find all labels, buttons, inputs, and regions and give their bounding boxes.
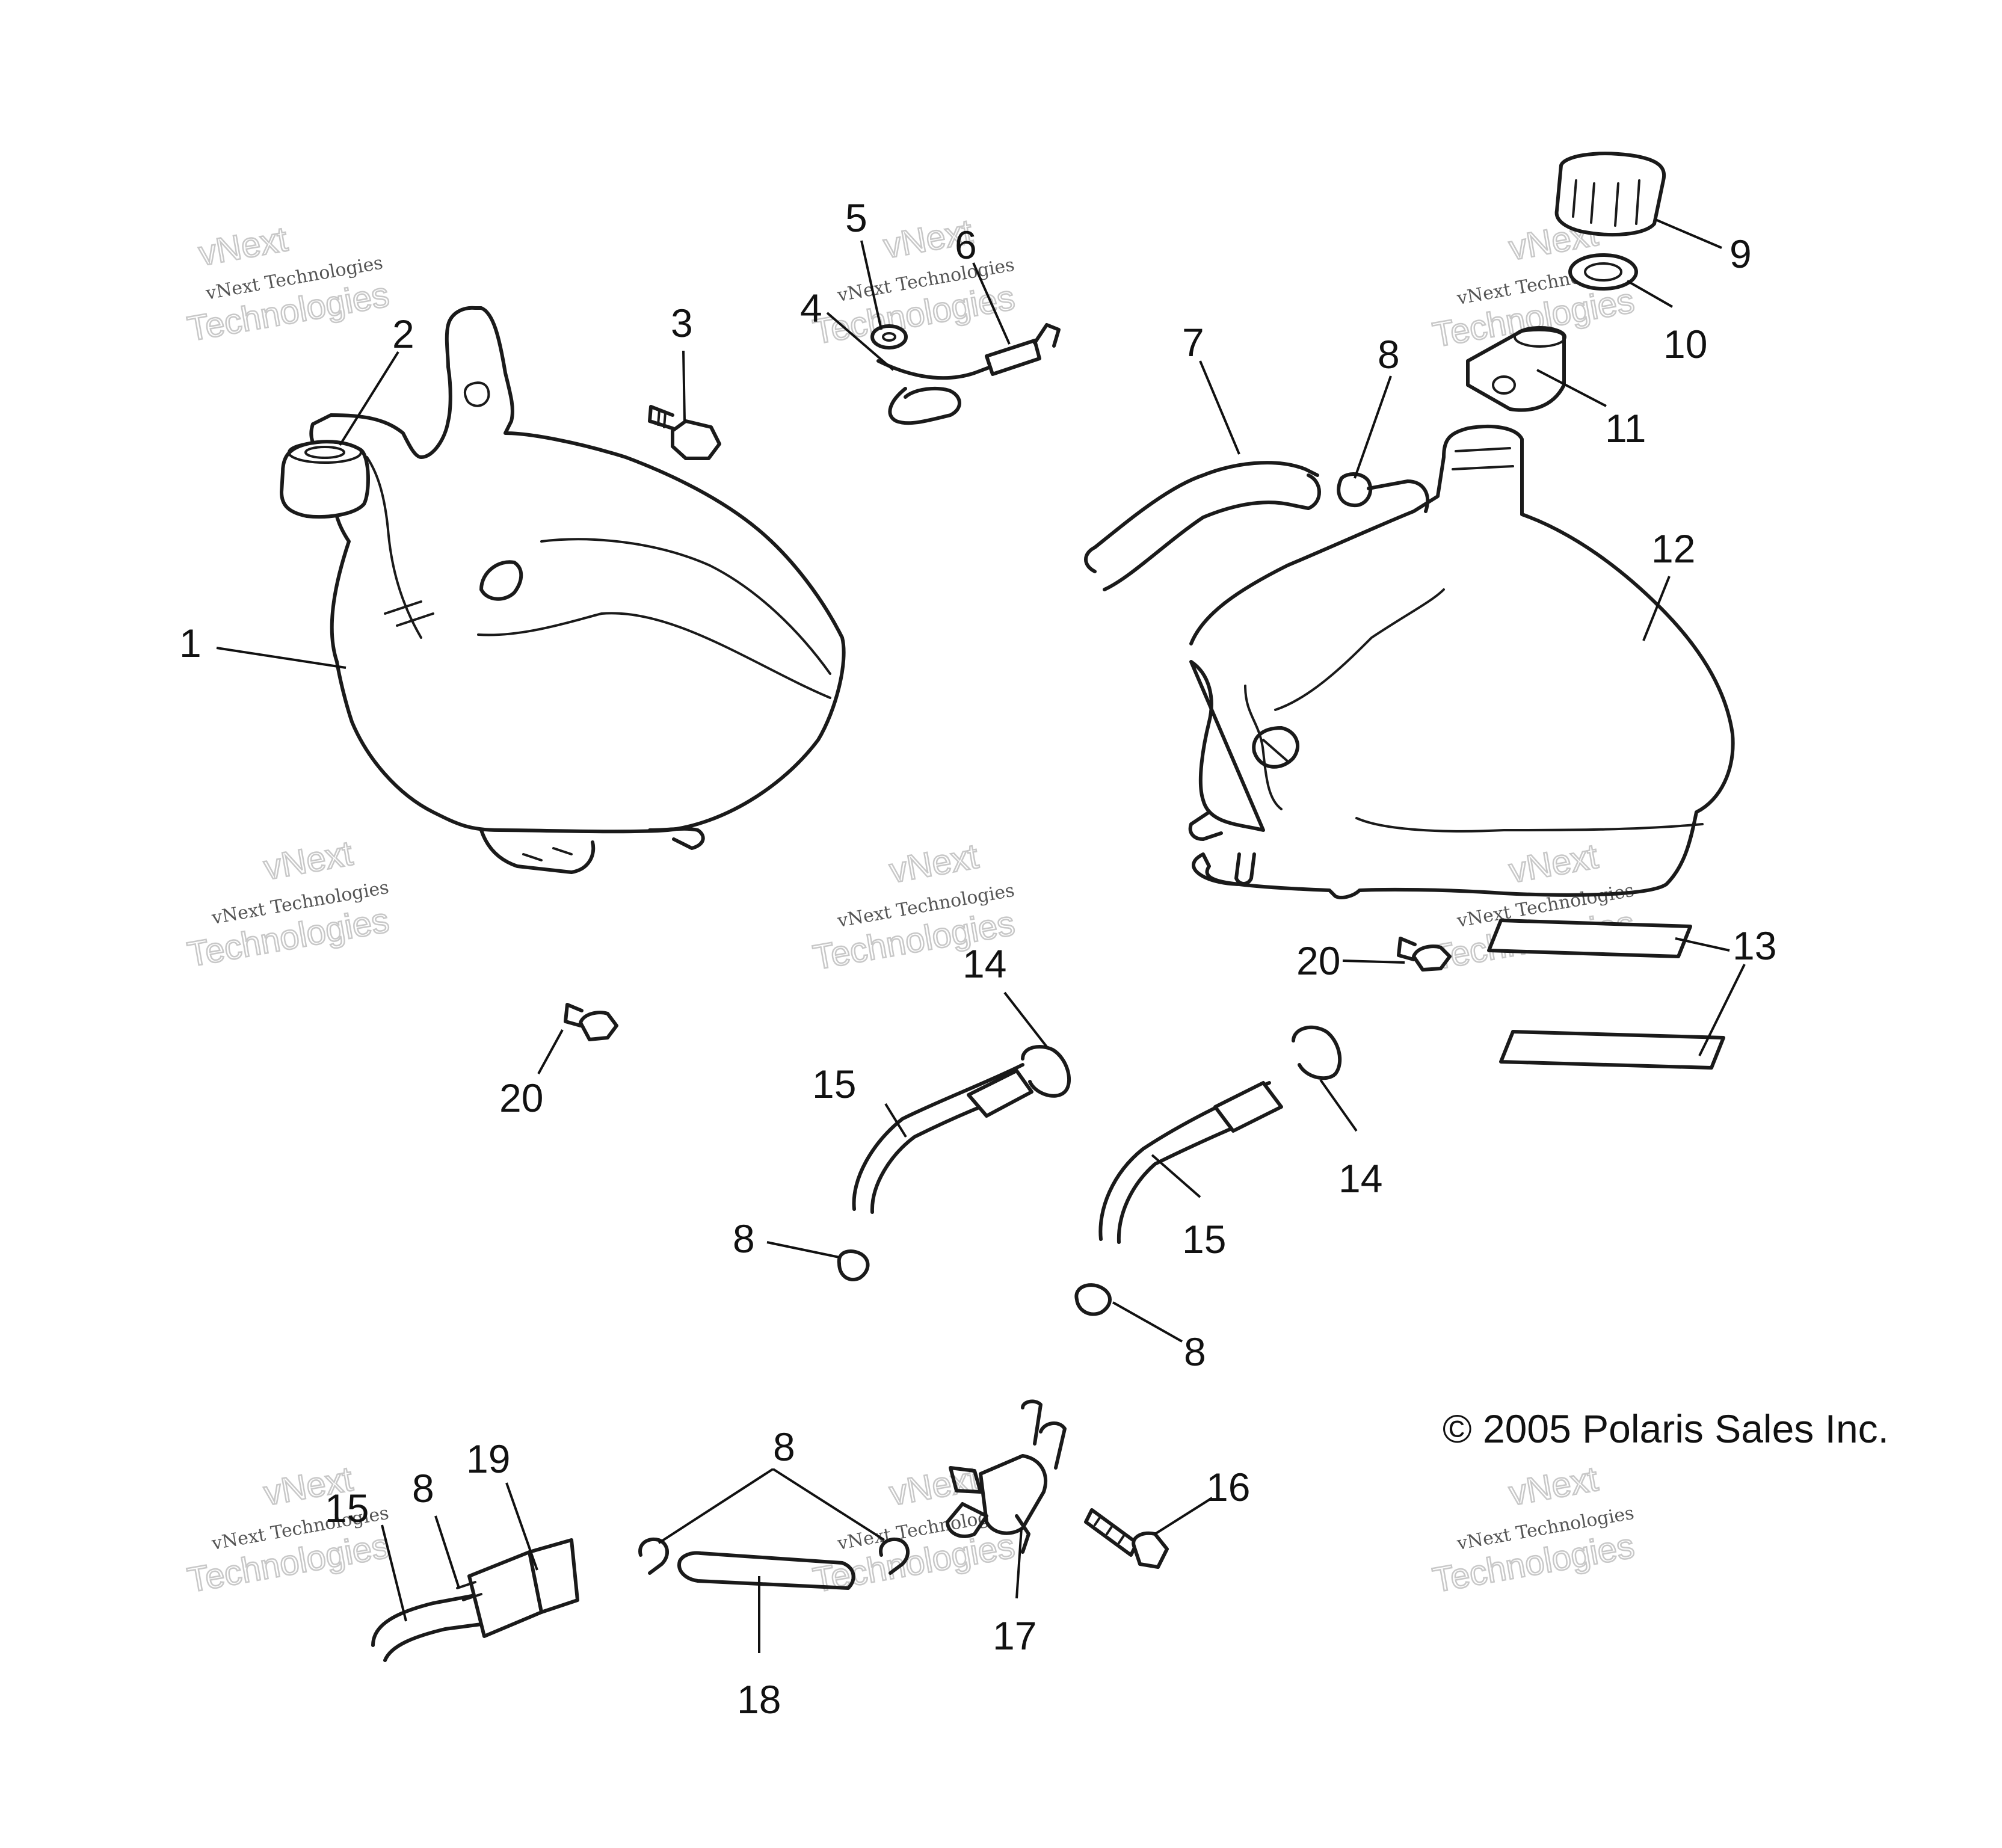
clamp-8-bottom-left	[638, 1537, 669, 1575]
clip-connector	[985, 323, 1061, 376]
callout-8-top: 8	[1378, 332, 1400, 377]
watermarks: vNext vNext Technologies Technologies vN…	[184, 211, 1638, 1601]
callout-20-right: 20	[1296, 938, 1340, 983]
svg-text:vNext: vNext	[196, 220, 290, 274]
callout-8-center: 8	[733, 1216, 755, 1261]
callout-8-bottom-center: 8	[773, 1424, 795, 1469]
clamp-8-mid-left	[837, 1249, 870, 1281]
callout-labels: 1 2 3 4 5 6 7 8 9 10 11 12 13 14 14 15 1…	[179, 196, 1776, 1722]
callout-16: 16	[1206, 1465, 1250, 1509]
callout-1: 1	[179, 621, 202, 665]
hose-18	[677, 1551, 855, 1590]
bolt-16	[1084, 1508, 1169, 1569]
callout-4: 4	[800, 286, 822, 330]
watermark: vNext vNext Technologies Technologies	[184, 833, 393, 975]
callout-17: 17	[993, 1613, 1036, 1658]
callout-15-center: 15	[812, 1062, 856, 1106]
washer	[870, 324, 908, 350]
callout-20-left: 20	[499, 1076, 543, 1120]
callout-11: 11	[1605, 406, 1646, 451]
callout-2: 2	[392, 312, 414, 356]
fuel-hose-right	[1098, 1025, 1342, 1244]
screw-20-left	[564, 1003, 618, 1041]
svg-text:vNext: vNext	[1506, 837, 1601, 891]
callout-12: 12	[1651, 526, 1695, 571]
hose-filter-assembly	[371, 1538, 579, 1662]
callout-6: 6	[955, 223, 977, 267]
fuel-cap	[1554, 152, 1666, 237]
clamp-8-bottom-right	[879, 1537, 910, 1575]
callout-15-bottom: 15	[325, 1486, 369, 1530]
callout-5: 5	[845, 196, 867, 240]
callout-18: 18	[737, 1677, 781, 1722]
right-fuel-tank	[1188, 425, 1735, 899]
watermark: vNext vNext Technologies Technologies	[184, 219, 393, 350]
clamp-8-top	[1337, 472, 1430, 513]
watermark: vNext vNext Technologies Technologies	[1429, 1458, 1638, 1600]
screw-3	[648, 405, 721, 460]
callout-10: 10	[1663, 322, 1707, 366]
callout-14-right: 14	[1338, 1156, 1382, 1201]
callout-9: 9	[1729, 232, 1752, 276]
cap-gasket	[1568, 253, 1638, 291]
callout-19: 19	[466, 1437, 510, 1481]
callout-14-center: 14	[962, 941, 1006, 986]
callout-8-right: 8	[1184, 1329, 1206, 1374]
screw-20-right	[1397, 937, 1452, 972]
left-fuel-tank	[309, 306, 846, 874]
fuel-hose-center	[852, 1045, 1071, 1214]
watermark: vNext vNext Technologies Technologies	[810, 211, 1018, 353]
callout-3: 3	[671, 301, 693, 345]
leader-lines	[216, 218, 1746, 1653]
wire-clip	[876, 359, 1000, 425]
svg-text:vNext: vNext	[887, 837, 981, 891]
copyright-notice: © 2005 Polaris Sales Inc.	[1443, 1406, 1889, 1451]
svg-text:vNext: vNext	[1506, 1459, 1601, 1514]
callout-13: 13	[1732, 923, 1776, 968]
vent-hose	[1084, 461, 1321, 591]
decal-strip-upper	[1487, 919, 1692, 958]
fuel-valve	[946, 1399, 1067, 1554]
callout-7: 7	[1182, 320, 1204, 365]
callout-8-bottom-left: 8	[412, 1466, 434, 1511]
grommet	[280, 440, 370, 519]
callout-15-right: 15	[1182, 1217, 1226, 1261]
clamp-8-mid-right	[1074, 1283, 1112, 1316]
svg-text:vNext: vNext	[261, 834, 356, 888]
decal-strip-lower	[1499, 1030, 1725, 1070]
